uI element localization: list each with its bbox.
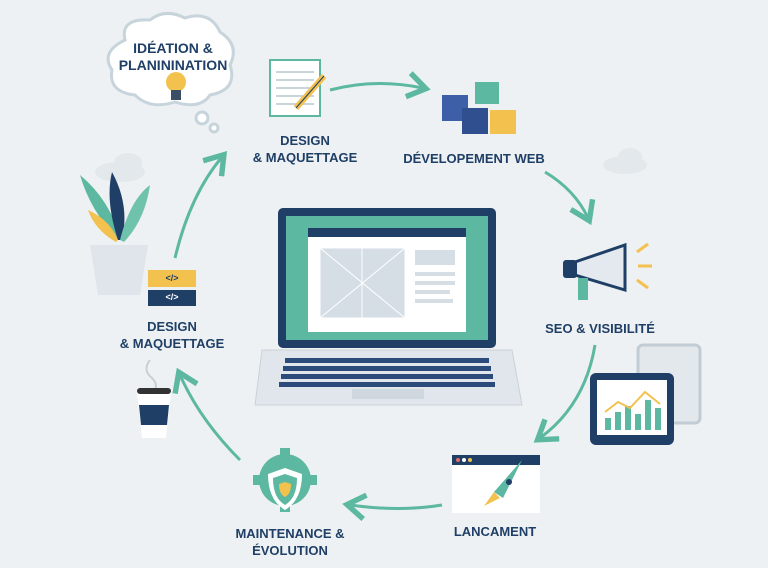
notepad-pencil-icon <box>269 59 327 117</box>
thought-cloud <box>106 12 235 134</box>
coffee-cup-icon <box>137 359 171 438</box>
rocket-launch-icon <box>452 455 540 513</box>
analytics-tablet-icon <box>590 343 702 445</box>
cloud-decoration <box>95 148 647 182</box>
ideation-line2: PLANININATION <box>118 57 228 73</box>
ideation-label: IDÉATION & PLANININATION <box>119 40 228 74</box>
design-top-label: DESIGN & MAQUETTAGE <box>253 132 357 166</box>
code-tag-navy: </> <box>165 292 179 302</box>
megaphone-icon <box>563 242 652 300</box>
maintenance-line2: ÉVOLUTION <box>252 543 328 558</box>
code-boxes-icon <box>148 270 196 306</box>
code-tag-yellow: </> <box>165 273 179 283</box>
design-top-line1: DESIGN <box>280 133 330 148</box>
laptop-illustration <box>254 208 523 406</box>
plant-icon <box>80 172 150 295</box>
cycle-arrows <box>172 71 597 521</box>
launch-label: LANCAMENT <box>453 524 537 539</box>
ideation-line1: IDÉATION & <box>133 40 213 56</box>
lightbulb-icon <box>166 72 186 100</box>
design-left-line1: DESIGN <box>147 319 197 334</box>
seo-label: SEO & VISIBILITÉ <box>545 321 655 336</box>
gear-shield-icon <box>253 448 317 512</box>
design-left-line2: & MAQUETTAGE <box>119 336 225 351</box>
maintenance-label: MAINTENANCE & ÉVOLUTION <box>235 525 344 559</box>
code-blocks-icon <box>442 82 516 134</box>
dev-label: DÉVELOPEMENT WEB <box>403 151 545 166</box>
design-top-line2: & MAQUETTAGE <box>252 150 358 165</box>
maintenance-line1: MAINTENANCE & <box>235 526 345 541</box>
design-left-label: DESIGN & MAQUETTAGE <box>120 318 224 352</box>
